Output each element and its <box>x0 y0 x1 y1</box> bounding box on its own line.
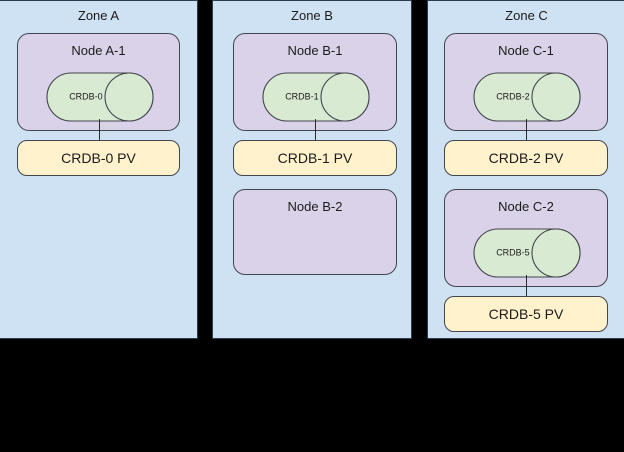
crdb-0-pv-label: CRDB-0 PV <box>61 149 136 166</box>
node-c-1-label: Node C-1 <box>498 43 554 58</box>
crdb-1-pv-label: CRDB-1 PV <box>277 149 353 166</box>
node-c-1[interactable]: Node C-1 CRDB-2 <box>444 33 608 131</box>
crdb-2-pv-label: CRDB-2 PV <box>488 149 564 166</box>
zone-c: Zone C Node C-1 CRDB-2 CRDB-2 PV Node C-… <box>427 0 624 339</box>
crdb-5-cylinder[interactable]: CRDB-5 <box>473 228 581 278</box>
crdb-0-cylinder[interactable]: CRDB-0 <box>46 72 154 122</box>
node-b-1[interactable]: Node B-1 CRDB-1 <box>233 33 397 131</box>
zone-b: Zone B Node B-1 CRDB-1 CRDB-1 PV Node B-… <box>212 0 412 339</box>
node-a-1-label: Node A-1 <box>71 43 126 58</box>
connector-crdb-1 <box>315 119 316 141</box>
connector-crdb-0 <box>99 119 100 141</box>
node-c-2[interactable]: Node C-2 CRDB-5 <box>444 189 608 287</box>
node-b-1-label: Node B-1 <box>287 43 343 58</box>
zone-a-label: Zone A <box>77 8 120 23</box>
connector-crdb-2 <box>526 119 527 141</box>
crdb-1-pv[interactable]: CRDB-1 PV <box>233 140 397 176</box>
node-a-1[interactable]: Node A-1 CRDB-0 <box>17 33 180 131</box>
zone-c-label: Zone C <box>505 8 548 23</box>
crdb-5-pv-label: CRDB-5 PV <box>488 305 564 322</box>
node-c-2-label: Node C-2 <box>498 199 554 214</box>
node-b-2-label: Node B-2 <box>287 199 343 214</box>
crdb-2-cylinder[interactable]: CRDB-2 <box>473 72 581 122</box>
crdb-2-pv[interactable]: CRDB-2 PV <box>444 140 608 176</box>
crdb-0-pv[interactable]: CRDB-0 PV <box>17 140 180 176</box>
zone-a: Zone A Node A-1 CRDB-0 CRDB-0 PV <box>0 0 198 339</box>
zone-b-label: Zone B <box>291 8 333 23</box>
crdb-1-cylinder[interactable]: CRDB-1 <box>262 72 370 122</box>
crdb-5-pv[interactable]: CRDB-5 PV <box>444 296 608 332</box>
connector-crdb-5 <box>526 275 527 297</box>
node-b-2[interactable]: Node B-2 <box>233 189 397 275</box>
